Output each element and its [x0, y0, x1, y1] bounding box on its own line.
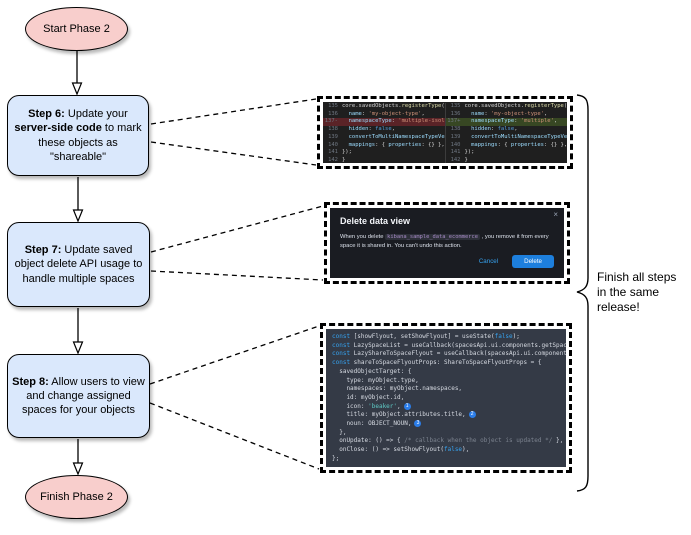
- code-line: 140 mappings: { properties: {} },: [328, 141, 445, 148]
- code-line: },: [332, 428, 347, 436]
- step8-label: Step 8: Allow users to view and change a…: [12, 375, 145, 417]
- code-line: 138 hidden: false,: [450, 126, 518, 133]
- code-line: 139 convertToMultiNamespaceTypeVersion: …: [450, 133, 567, 140]
- modal-screenshot-frame: × Delete data view When you delete kiban…: [324, 202, 570, 284]
- code-line: onClose: () => setShowFlyout(false),: [332, 446, 470, 454]
- code-line: 140 mappings: { properties: {} },: [450, 141, 567, 148]
- code-line: id: myObject.id,: [332, 393, 405, 401]
- code-line: };: [332, 454, 340, 462]
- code-line: const LazyShareToSpaceFlyout = useCallba…: [332, 350, 566, 358]
- callout-step6-bottom: [150, 141, 317, 166]
- callout-badge: 2: [468, 411, 476, 419]
- step7-label: Step 7: Update saved object delete API u…: [14, 244, 143, 285]
- code-line: title: myObject.attributes.title,2: [332, 411, 566, 420]
- modal-body-suffix: , you remove it from every space it is s…: [340, 234, 549, 249]
- release-annotation: Finish all steps in the same release!: [597, 270, 677, 315]
- step6-label: Step 6: Update your server-side code to …: [14, 107, 142, 163]
- code-line: noun: OBJECT_NOUN,3: [332, 420, 566, 429]
- code-line: const LazySpaceList = useCallback(spaces…: [332, 341, 566, 349]
- step7-node: Step 7: Update saved object delete API u…: [7, 222, 150, 307]
- code-line: 137- namespaceType: 'multiple-isolated',: [323, 118, 445, 127]
- callout-badge: 3: [414, 420, 422, 428]
- code-line: onUpdate: () => { /* callback when the o…: [332, 437, 564, 445]
- flow-arrow-start-to-step6: [71, 51, 83, 96]
- code-line: 136 name: 'my-object-type',: [450, 110, 548, 117]
- cancel-button[interactable]: Cancel: [478, 258, 499, 265]
- data-view-name-chip: kibana_sample_data_ecommerce: [385, 234, 480, 240]
- delete-data-view-modal: × Delete data view When you delete kiban…: [330, 208, 564, 278]
- modal-title: Delete data view: [340, 216, 411, 226]
- code-line: icon: 'beaker',1: [332, 402, 566, 412]
- flow-arrow-step8-to-finish: [72, 439, 84, 476]
- modal-body-prefix: When you delete: [340, 234, 386, 240]
- code-line: 142}: [450, 156, 468, 163]
- flow-arrow-step7-to-step8: [72, 308, 84, 355]
- step6-node: Step 6: Update your server-side code to …: [7, 95, 149, 176]
- code-line: 138 hidden: false,: [328, 126, 395, 133]
- callout-step7-bottom: [150, 270, 324, 281]
- code-line: type: myObject.type,: [332, 376, 419, 384]
- code-line: 139 convertToMultiNamespaceTypeVersion: …: [328, 133, 445, 140]
- callout-badge: 1: [403, 402, 411, 410]
- start-node-label: Start Phase 2: [43, 23, 110, 35]
- flyout-code-screenshot: const [showFlyout, setShowFlyout] = useS…: [326, 329, 566, 467]
- code-line: const shareToSpaceFlyoutProps: ShareToSp…: [332, 359, 542, 367]
- callout-step8-top: [149, 325, 320, 385]
- modal-footer: Cancel Delete: [340, 255, 554, 270]
- group-brace: [576, 94, 589, 492]
- flow-arrow-step6-to-step7: [72, 177, 84, 223]
- modal-body: When you delete kibana_sample_data_ecomm…: [340, 233, 554, 250]
- callout-lines: [149, 98, 324, 470]
- code-line: 137+ namespaceType: 'multiple',: [445, 118, 567, 127]
- code-line: savedObjectTarget: {: [332, 367, 412, 375]
- step8-node: Step 8: Allow users to view and change a…: [7, 354, 150, 438]
- code-screenshot-frame: const [showFlyout, setShowFlyout] = useS…: [320, 323, 572, 473]
- code-line: namespaces: myObject.namespaces,: [332, 385, 463, 393]
- delete-button[interactable]: Delete: [512, 255, 554, 268]
- code-line: 142}: [328, 156, 346, 163]
- finish-node: Finish Phase 2: [25, 475, 128, 519]
- close-icon[interactable]: ×: [553, 210, 558, 219]
- start-node: Start Phase 2: [25, 7, 128, 51]
- code-line: const [showFlyout, setShowFlyout] = useS…: [332, 333, 520, 340]
- finish-node-label: Finish Phase 2: [40, 491, 113, 503]
- callout-step6-top: [150, 98, 317, 125]
- code-line: 141});: [450, 149, 475, 156]
- callout-step7-top: [150, 205, 324, 253]
- callout-step8-bottom: [149, 402, 320, 470]
- code-line: 136 name: 'my-object-type',: [328, 110, 425, 117]
- code-line: 141});: [328, 149, 352, 156]
